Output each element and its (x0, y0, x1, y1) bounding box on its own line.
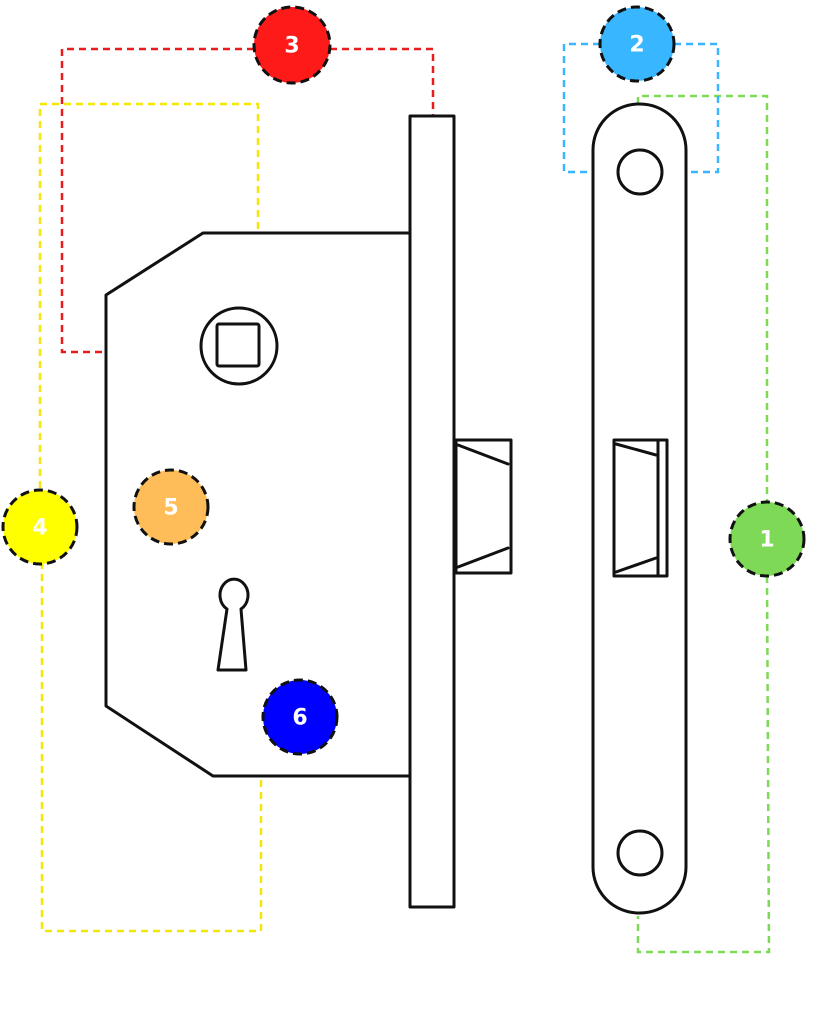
callout-3: 3 (252, 5, 332, 85)
callout-4: 4 (1, 488, 79, 566)
leader-line-4 (38, 102, 260, 488)
leader-line-3 (60, 47, 254, 354)
strike-bottom-screw-hole (616, 829, 664, 877)
callout-6-circle (261, 678, 339, 756)
callout-4-circle (1, 488, 79, 566)
callout-2-circle (598, 5, 676, 83)
leader-line-2 (562, 42, 600, 174)
leader-line-1 (636, 94, 769, 502)
callout-5-circle (132, 468, 210, 546)
callout-5: 5 (132, 468, 210, 546)
callout-3-label: 3 (284, 34, 299, 59)
keyhole (216, 577, 250, 672)
spindle-square (215, 322, 261, 368)
callout-4-label: 4 (32, 516, 47, 541)
callout-1: 1 (728, 500, 806, 578)
callout-2-label: 2 (629, 33, 644, 58)
callout-5-label: 5 (163, 496, 178, 521)
strike-top-screw-hole (616, 148, 664, 196)
leader-line-2-right (674, 42, 720, 174)
strike-latch-opening (612, 438, 669, 578)
callout-2: 2 (598, 5, 676, 83)
leader-line-3-right (330, 47, 435, 116)
latch-bolt (454, 438, 513, 575)
callout-6: 6 (261, 678, 339, 756)
callout-1-label: 1 (759, 528, 774, 553)
forend-plate (408, 114, 456, 909)
callout-6-label: 6 (292, 706, 307, 731)
callout-1-circle (728, 500, 806, 578)
leader-line-4-lower (40, 562, 263, 933)
callout-3-circle (252, 5, 332, 85)
